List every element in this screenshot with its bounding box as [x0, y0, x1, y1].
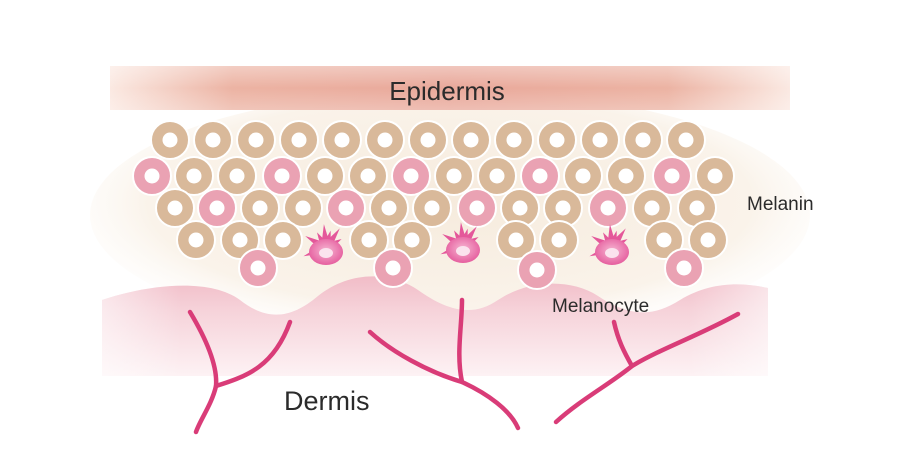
cell-nucleus — [532, 168, 548, 184]
star-cell-icon — [589, 224, 629, 265]
cell-nucleus — [209, 200, 225, 216]
cell-nucleus — [463, 132, 479, 148]
cell-nucleus — [420, 132, 436, 148]
cell-nucleus — [618, 168, 634, 184]
cell-nucleus — [404, 232, 420, 248]
cell-nucleus — [232, 232, 248, 248]
cell-nucleus — [167, 200, 183, 216]
cell-nucleus — [144, 168, 160, 184]
cell-nucleus — [291, 132, 307, 148]
cell-nucleus — [360, 168, 376, 184]
cell-nucleus — [469, 200, 485, 216]
star-cell-icon — [303, 224, 343, 265]
cell-nucleus — [551, 232, 567, 248]
cell-nucleus — [205, 132, 221, 148]
cell-nucleus — [689, 200, 705, 216]
cell-nucleus — [644, 200, 660, 216]
melanocyte-nucleus — [605, 248, 619, 258]
cell-nucleus — [385, 260, 401, 276]
cell-nucleus — [403, 168, 419, 184]
blood-vessel-icon — [611, 319, 635, 369]
cell-nucleus — [529, 262, 545, 278]
blood-vessels — [187, 297, 741, 435]
cell-nucleus — [489, 168, 505, 184]
cell-nucleus — [656, 232, 672, 248]
cell-nucleus — [506, 132, 522, 148]
cell-nucleus — [338, 200, 354, 216]
melanin-label: Melanin — [747, 194, 814, 215]
cell-nucleus — [707, 168, 723, 184]
blood-vessel-icon — [213, 319, 293, 389]
cell-nucleus — [274, 168, 290, 184]
melanocyte-nucleus — [456, 246, 470, 256]
cell-nucleus — [186, 168, 202, 184]
cell-nucleus — [381, 200, 397, 216]
cell-nucleus — [377, 132, 393, 148]
cell-nucleus — [555, 200, 571, 216]
cell-nucleus — [334, 132, 350, 148]
cell-nucleus — [229, 168, 245, 184]
blood-vessel-icon — [457, 297, 465, 385]
cell-nucleus — [512, 200, 528, 216]
cell-nucleus — [248, 132, 264, 148]
cell-nucleus — [592, 132, 608, 148]
cell-nucleus — [575, 168, 591, 184]
melanocyte-nucleus — [319, 248, 333, 258]
cell-nucleus — [676, 260, 692, 276]
melanocyte-label: Melanocyte — [552, 296, 649, 317]
cell-nucleus — [678, 132, 694, 148]
cell-nucleus — [700, 232, 716, 248]
cell-nucleus — [508, 232, 524, 248]
cell-nucleus — [600, 200, 616, 216]
melanocyte-group — [303, 222, 629, 265]
cell-layer — [132, 120, 735, 290]
dermis-label: Dermis — [284, 386, 370, 416]
epidermis-band — [110, 66, 790, 110]
cell-nucleus — [549, 132, 565, 148]
cell-nucleus — [162, 132, 178, 148]
cell-nucleus — [252, 200, 268, 216]
cell-nucleus — [275, 232, 291, 248]
cell-nucleus — [361, 232, 377, 248]
cell-nucleus — [188, 232, 204, 248]
cell-nucleus — [635, 132, 651, 148]
dermis-layer — [102, 276, 768, 376]
star-cell-icon — [440, 222, 480, 263]
epidermis-label: Epidermis — [389, 76, 505, 106]
cell-nucleus — [664, 168, 680, 184]
cell-nucleus — [424, 200, 440, 216]
cell-nucleus — [317, 168, 333, 184]
cell-nucleus — [446, 168, 462, 184]
cell-nucleus — [295, 200, 311, 216]
cell-nucleus — [250, 260, 266, 276]
